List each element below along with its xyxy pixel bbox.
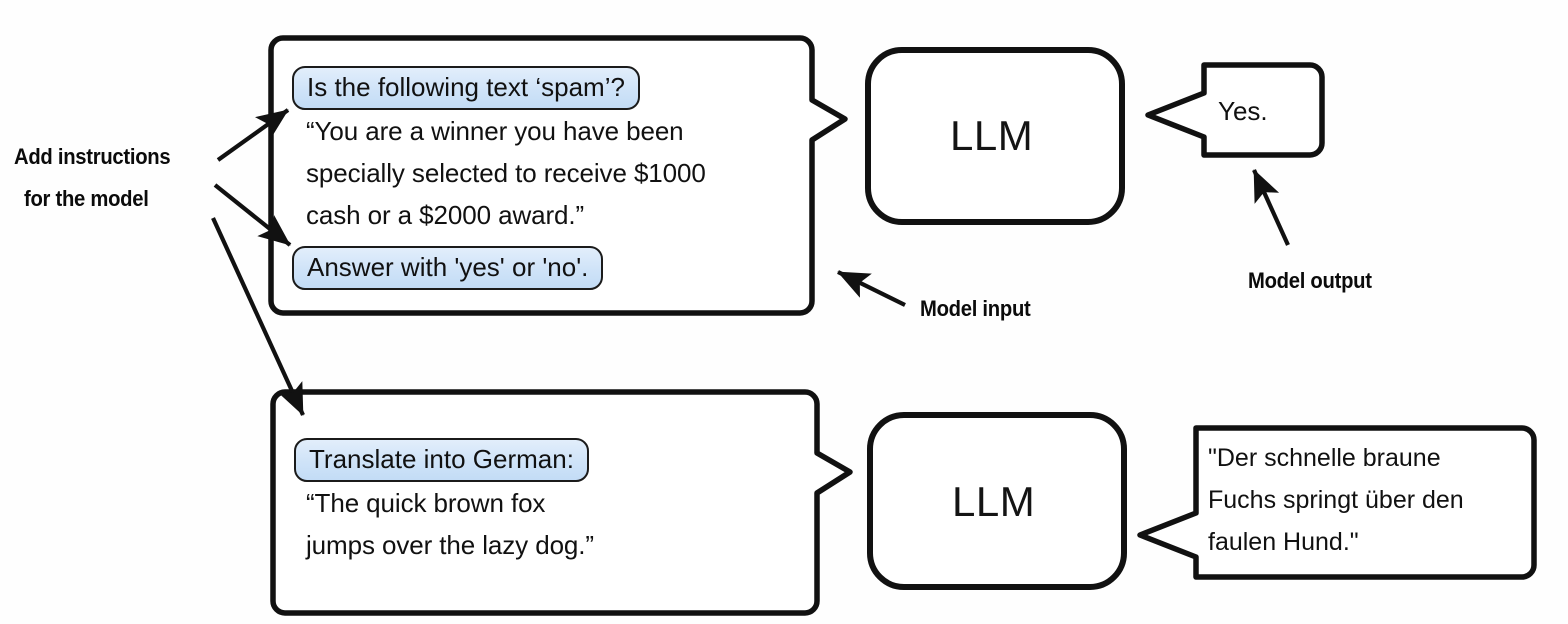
arrow-to-answer-instruction [213,183,292,247]
output-german-line-1: "Der schnelle braune [1208,444,1441,472]
translate-body-line-1: “The quick brown fox [306,488,546,518]
arrow-model-input [837,270,906,307]
label-add-instructions-line1: Add instructions [14,144,171,169]
input-body-line-1: “You are a winner you have been [306,116,684,146]
output-yes-line-1: Yes. [1218,96,1268,126]
arrow-model-output [1252,169,1290,246]
label-model-output: Model output [1248,268,1372,293]
instruction-pill-answer-format[interactable]: Answer with 'yes' or 'no'. [292,246,604,290]
input-body-line-2: specially selected to receive $1000 [306,158,706,188]
output-german-line-2: Fuchs springt über den [1208,486,1464,514]
label-model-input: Model input [920,296,1031,321]
instruction-pill-translate[interactable]: Translate into German: [294,438,589,482]
arrow-to-spam-instruction [216,108,290,162]
llm-label-bottom: LLM [952,478,1036,525]
label-add-instructions-line2: for the model [24,186,149,211]
llm-label-top: LLM [950,112,1034,159]
arrow-to-translate-instruction [211,217,305,416]
instruction-pill-spam-question[interactable]: Is the following text ‘spam’? [292,66,640,110]
input-body-line-3: cash or a $2000 award.” [306,200,585,230]
output-german-line-3: faulen Hund." [1208,528,1359,556]
translate-body-line-2: jumps over the lazy dog.” [306,530,594,560]
